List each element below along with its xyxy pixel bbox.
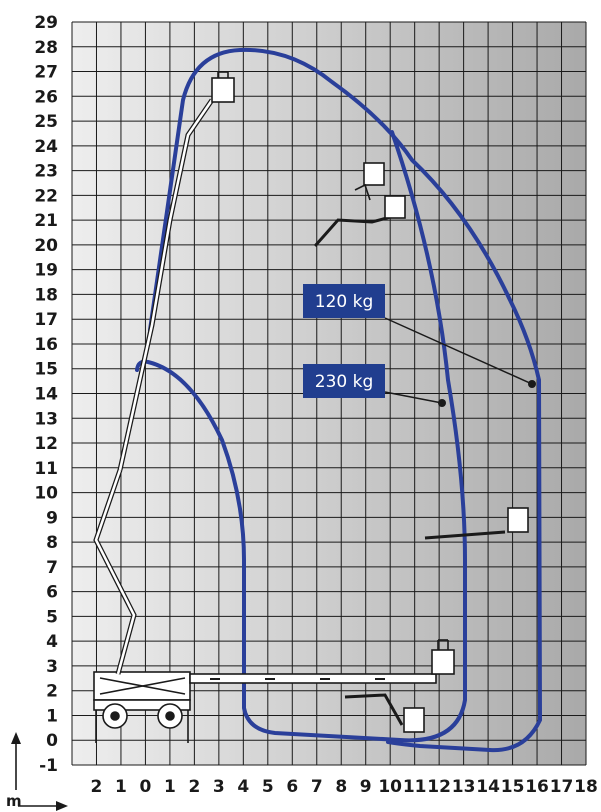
x-tick-label: 2 (91, 777, 103, 797)
y-tick-label: 23 (34, 162, 58, 182)
y-tick-label: 18 (34, 285, 58, 305)
badge-230kg (303, 364, 385, 398)
boom-position-right (424, 530, 506, 540)
x-tick-label: 9 (360, 777, 372, 797)
x-tick-label: 17 (550, 777, 574, 797)
y-tick-label: 20 (34, 236, 58, 256)
y-tick-label: 0 (46, 731, 58, 751)
y-tick-label: 7 (46, 558, 58, 578)
y-tick-label: 9 (46, 508, 58, 528)
vertical-arrow-head (11, 732, 21, 744)
x-tick-label: 3 (213, 777, 225, 797)
point-120kg (528, 380, 536, 388)
boom-horizontal (189, 673, 437, 684)
outrigger-base (93, 699, 191, 711)
y-tick-label: 8 (46, 533, 58, 553)
x-tick-label: 12 (427, 777, 451, 797)
y-tick-label: 4 (46, 632, 58, 652)
y-tick-label: 21 (34, 211, 58, 231)
x-tick-label: 14 (476, 777, 500, 797)
y-tick-label: 25 (34, 112, 58, 132)
leader-120kg (384, 317, 533, 385)
x-tick-label: 10 (378, 777, 402, 797)
x-tick-label: 1 (164, 777, 176, 797)
x-tick-label: 4 (237, 777, 249, 797)
grid (71, 21, 587, 766)
boom-position-low (344, 693, 404, 726)
basket-mid-2 (384, 195, 406, 219)
basket-low (403, 707, 425, 733)
envelope-120kg (148, 47, 543, 753)
y-tick-label: 24 (34, 137, 58, 157)
basket-top (211, 77, 235, 103)
x-tick-label: 16 (525, 777, 549, 797)
x-tick-label: 5 (262, 777, 274, 797)
basket-mid-1 (363, 162, 385, 186)
horizontal-arrow-head (56, 801, 68, 811)
y-tick-label: -1 (39, 756, 58, 776)
x-tick-label: 18 (574, 777, 598, 797)
x-tick-label: 7 (311, 777, 323, 797)
x-tick-label: 11 (403, 777, 427, 797)
y-tick-label: 29 (34, 13, 58, 33)
y-tick-label: 17 (34, 310, 58, 330)
y-tick-label: 2 (46, 682, 58, 702)
badge-230kg-label: 230 kg (315, 372, 374, 392)
y-tick-label: 3 (46, 657, 58, 677)
basket-right (507, 507, 529, 533)
y-tick-label: 6 (46, 583, 58, 603)
x-tick-label: 1 (115, 777, 127, 797)
x-tick-label: 6 (286, 777, 298, 797)
aerial-platform-drawing (93, 71, 529, 743)
y-tick-label: 19 (34, 261, 58, 281)
y-tick-label: 15 (34, 360, 58, 380)
point-230kg (438, 399, 446, 407)
y-tick-label: 26 (34, 87, 58, 107)
boom-position-mid (313, 214, 395, 247)
envelope-230kg (135, 130, 467, 743)
x-tick-label: 2 (188, 777, 200, 797)
y-tick-label: 5 (46, 607, 58, 627)
y-tick-label: 10 (34, 484, 58, 504)
y-axis-ticks: 2928272625242322212019181716151413121110… (34, 13, 58, 776)
y-tick-label: 22 (34, 186, 58, 206)
badge-120kg (303, 284, 385, 318)
y-tick-label: 27 (34, 63, 58, 83)
y-tick-label: 1 (46, 706, 58, 726)
basket-low-reach (431, 649, 455, 675)
x-tick-label: 8 (335, 777, 347, 797)
x-tick-label: 0 (140, 777, 152, 797)
y-tick-label: 16 (34, 335, 58, 355)
y-tick-label: 14 (34, 385, 58, 405)
badge-120kg-label: 120 kg (315, 292, 374, 312)
x-tick-label: 15 (501, 777, 525, 797)
y-tick-label: 11 (34, 459, 58, 479)
y-tick-label: 28 (34, 38, 58, 58)
unit-label: m (6, 792, 22, 810)
leader-230kg (384, 391, 443, 404)
y-tick-label: 13 (34, 409, 58, 429)
x-tick-label: 13 (452, 777, 476, 797)
y-tick-label: 12 (34, 434, 58, 454)
